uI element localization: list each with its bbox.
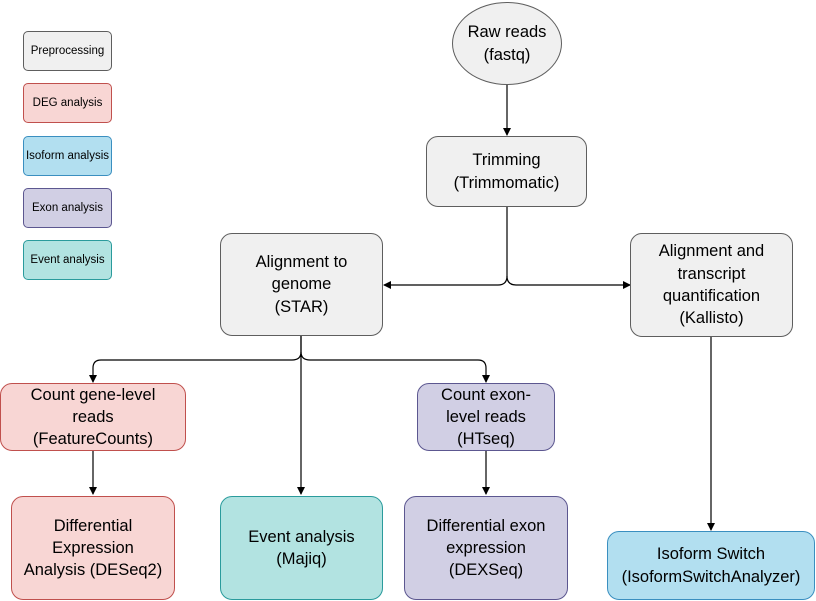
edge-trimming-to-star <box>383 207 508 289</box>
node-differential-exon-label: Differential exon expression (DEXSeq) <box>426 516 546 580</box>
legend-event-analysis: Event analysis <box>23 240 112 280</box>
edge-trimming-to-kallisto <box>506 275 631 289</box>
edge-star-to-count-gene <box>89 336 302 383</box>
node-isoform-switch: Isoform Switch (IsoformSwitchAnalyzer) <box>607 531 815 600</box>
node-alignment-star: Alignment to genome (STAR) <box>220 233 383 336</box>
legend-deg-analysis: DEG analysis <box>23 83 112 123</box>
node-count-exon-label: Count exon- level reads (HTseq) <box>441 385 531 449</box>
node-event-analysis: Event analysis (Majiq) <box>220 496 383 600</box>
node-raw-reads-label: Raw reads (fastq) <box>467 23 547 64</box>
node-alignment-star-label: Alignment to genome (STAR) <box>255 253 348 316</box>
legend-isoform-label: Isoform analysis <box>25 150 110 162</box>
legend-deg-label: DEG analysis <box>32 97 103 109</box>
node-count-gene-label: Count gene-level reads (FeatureCounts) <box>30 385 156 449</box>
node-event-analysis-label: Event analysis (Majiq) <box>248 527 355 568</box>
node-isoform-switch-label: Isoform Switch (IsoformSwitchAnalyzer) <box>621 545 801 586</box>
node-count-gene-level: Count gene-level reads (FeatureCounts) <box>0 383 186 451</box>
legend-preprocessing-label: Preprocessing <box>30 45 105 57</box>
legend-exon-label: Exon analysis <box>32 202 103 214</box>
legend-isoform-analysis: Isoform analysis <box>23 136 112 176</box>
node-differential-exon: Differential exon expression (DEXSeq) <box>404 496 568 600</box>
legend-exon-analysis: Exon analysis <box>23 188 112 228</box>
node-raw-reads: Raw reads (fastq) <box>452 2 562 85</box>
node-trimming: Trimming (Trimmomatic) <box>426 136 587 207</box>
node-trimming-label: Trimming (Trimmomatic) <box>453 151 560 192</box>
node-count-exon-level: Count exon- level reads (HTseq) <box>417 383 555 451</box>
node-alignment-kallisto-label: Alignment and transcript quantification … <box>658 242 765 328</box>
legend-event-label: Event analysis <box>30 254 105 266</box>
node-alignment-kallisto: Alignment and transcript quantification … <box>630 233 793 337</box>
node-differential-expression-label: Differential Expression Analysis (DESeq2… <box>23 516 163 580</box>
legend-preprocessing: Preprocessing <box>23 31 112 71</box>
node-differential-expression: Differential Expression Analysis (DESeq2… <box>11 496 175 600</box>
edge-star-to-count-exon <box>300 351 490 383</box>
